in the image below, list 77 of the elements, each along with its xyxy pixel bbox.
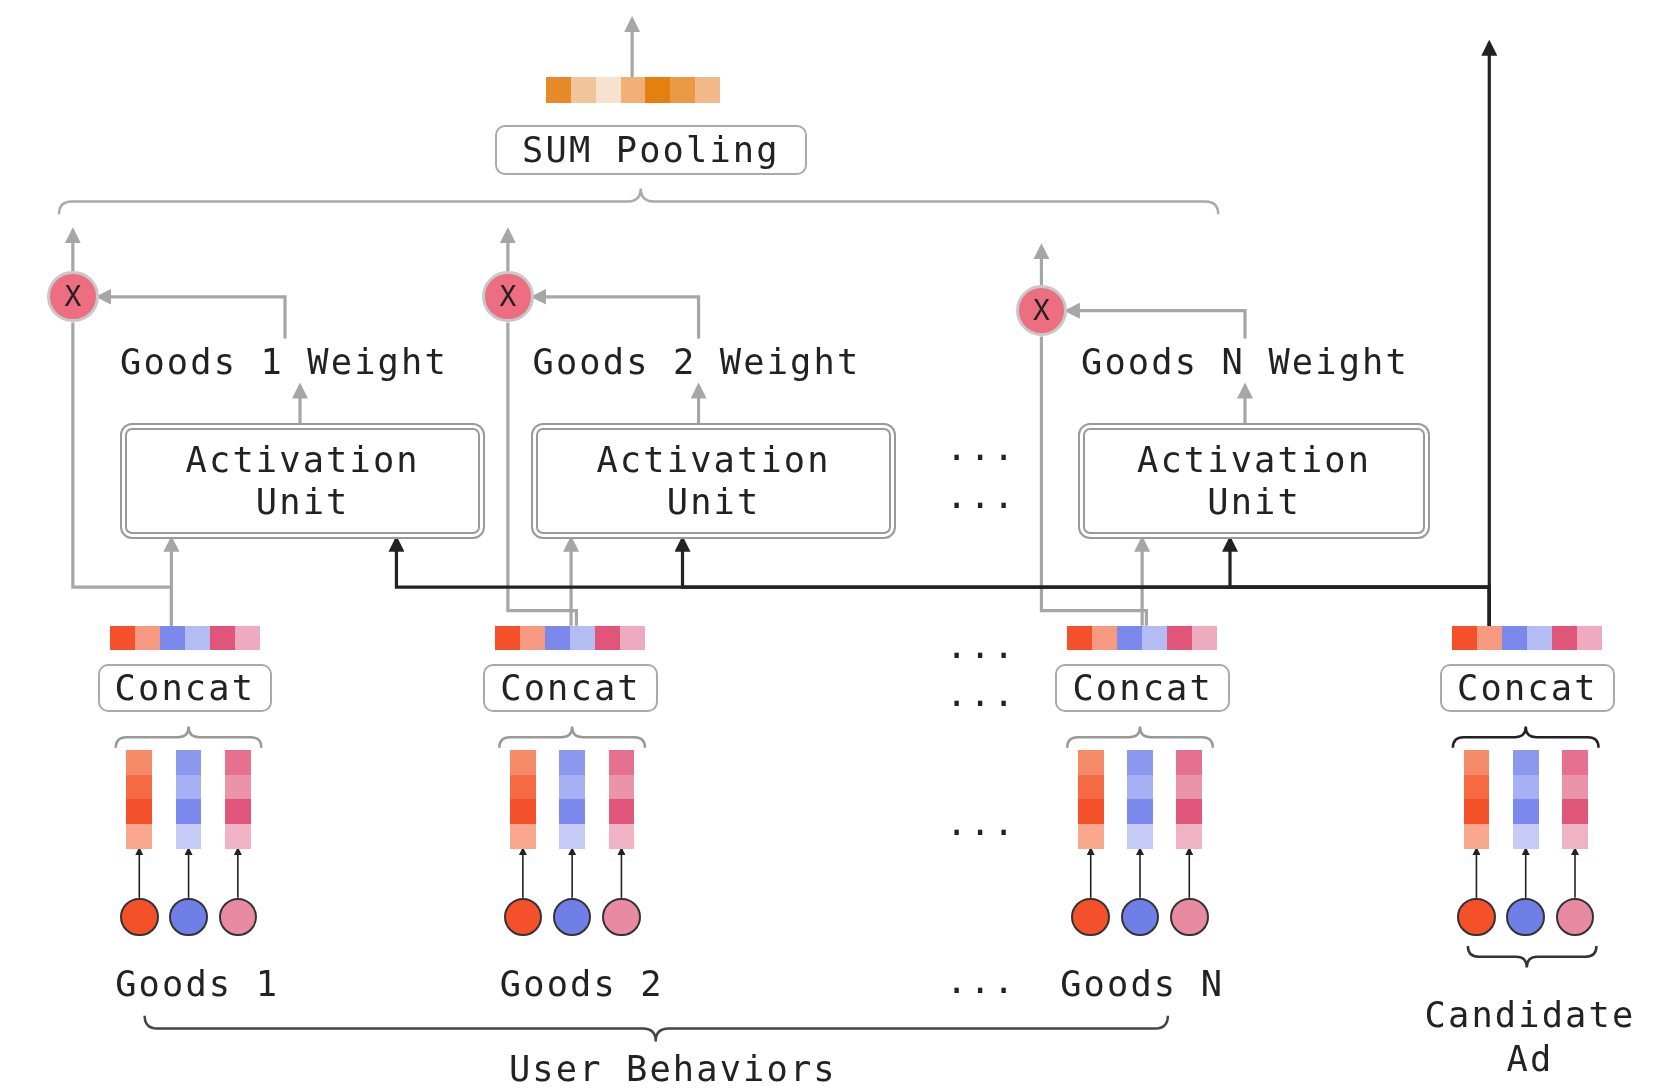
concat-vector: [1451, 625, 1602, 651]
arrow: [1237, 382, 1253, 424]
arrow: [617, 846, 626, 899]
arrow: [1472, 846, 1481, 899]
arrow: [292, 382, 308, 424]
activation-unit-box: Activation Unit: [531, 423, 896, 539]
feature-dot: [1555, 897, 1595, 937]
embedding-vector: [510, 750, 536, 849]
arrow: [1521, 846, 1530, 899]
connector-line: [71, 322, 174, 626]
concat-vector: [110, 625, 261, 651]
pooled-vector: [546, 77, 720, 103]
text-label: ...: [946, 959, 1011, 1004]
concat-vector: [495, 625, 645, 651]
feature-dot: [1457, 897, 1496, 937]
embedding-vector: [1127, 750, 1153, 849]
embedding-vector: [175, 750, 202, 849]
arrow: [624, 16, 641, 78]
multiply-node: X: [47, 271, 99, 323]
arrow: [135, 846, 144, 899]
concat-box: Concat: [97, 664, 273, 713]
arrow: [1033, 243, 1050, 285]
embedding-vector: [1176, 750, 1203, 849]
arrow: [690, 382, 707, 424]
connector-line: [506, 322, 579, 626]
embedding-vector: [225, 750, 251, 849]
concat-box: Concat: [1440, 664, 1615, 713]
concat-vector: [1067, 625, 1218, 651]
embedding-vector: [126, 750, 153, 849]
arrow: [64, 227, 81, 272]
arrow: [1086, 846, 1095, 899]
embedding-vector: [608, 750, 635, 849]
text-label: ...: [946, 624, 1011, 669]
concat-box: Concat: [483, 664, 658, 713]
activation-unit-box: Activation Unit: [1077, 423, 1431, 539]
arrow: [1185, 846, 1194, 899]
feature-dot: [602, 897, 641, 937]
concat-box: Concat: [1055, 664, 1230, 713]
embedding-vector: [1512, 750, 1539, 849]
text-label: ...: [946, 425, 1011, 470]
text-label: ...: [946, 474, 1011, 519]
embedding-vector: [1463, 750, 1490, 849]
feature-dot: [1071, 897, 1110, 937]
text-label: Goods 2: [498, 961, 665, 1006]
text-label: ...: [946, 800, 1011, 845]
feature-dot: [1120, 897, 1160, 937]
feature-dot: [552, 897, 592, 937]
text-label: Candidate Ad: [1423, 993, 1637, 1082]
arrow: [499, 227, 516, 272]
text-label: Goods 1: [114, 961, 281, 1006]
multiply-node: X: [482, 271, 534, 323]
arrow: [1136, 846, 1144, 899]
arrow: [518, 846, 527, 899]
embedding-vector: [1562, 750, 1588, 849]
connector-line: [1039, 336, 1149, 626]
weight-label: Goods 1 Weight: [107, 338, 461, 386]
text-label: Goods N: [1059, 961, 1226, 1006]
text-label: ...: [946, 672, 1011, 717]
arrow: [233, 846, 242, 899]
feature-dot: [1506, 897, 1545, 937]
weight-label: Goods N Weight: [1068, 338, 1422, 386]
embedding-vector: [559, 750, 585, 849]
multiply-node: X: [1015, 285, 1068, 337]
embedding-vector: [1077, 750, 1104, 849]
feature-dot: [169, 897, 208, 937]
arrow: [184, 846, 193, 899]
sum-pooling-box: SUM Pooling: [495, 125, 807, 175]
activation-unit-box: Activation Unit: [120, 423, 486, 539]
feature-dot: [218, 897, 258, 937]
arrow: [1481, 39, 1498, 626]
arrow: [568, 846, 577, 899]
text-label: User Behaviors: [507, 1047, 838, 1092]
arrow: [1571, 846, 1579, 899]
weight-label: Goods 2 Weight: [519, 338, 874, 386]
feature-dot: [120, 897, 159, 937]
feature-dot: [1170, 897, 1209, 937]
feature-dot: [503, 897, 543, 937]
